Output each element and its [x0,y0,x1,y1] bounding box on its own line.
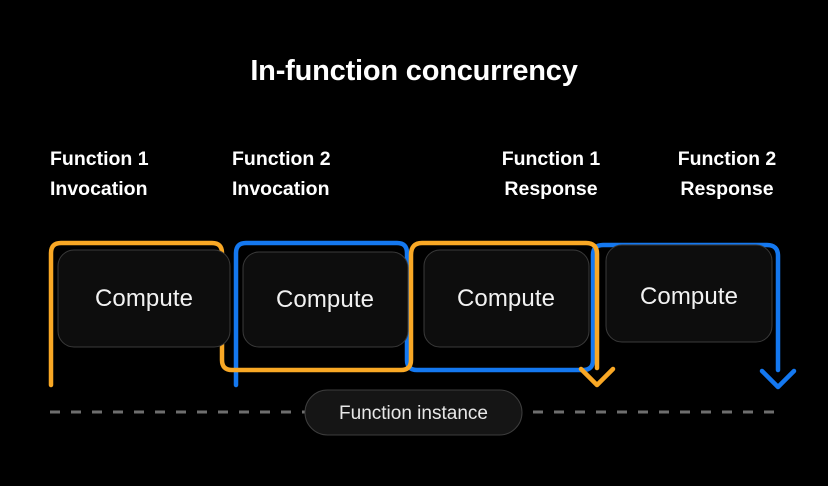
compute-block-4: Compute [605,244,773,343]
compute-block-1-label: Compute [95,285,193,312]
label-function-2-response-line2: Response [680,178,773,200]
function-instance-pill-shape [304,389,523,436]
page-title: In-function concurrency [250,55,577,87]
compute-block-2-shape [242,251,409,348]
compute-block-3-label: Compute [457,285,555,312]
label-function-1-invocation-line1: Function 1 [50,148,149,170]
compute-block-4-label: Compute [640,283,738,310]
function-instance-pill-label: Function instance [339,403,488,424]
function-1-response-arrowhead [578,366,616,388]
label-function-1-response-line2: Response [504,178,597,200]
label-function-2-invocation-line2: Invocation [232,178,330,200]
label-function-1-invocation-line2: Invocation [50,178,148,200]
compute-block-4-shape [605,244,773,343]
compute-block-2-label: Compute [276,286,374,313]
compute-block-3: Compute [423,249,590,348]
label-function-2-response-line1: Function 2 [678,148,777,170]
compute-block-1: Compute [57,249,231,348]
compute-block-2: Compute [242,251,409,348]
function-2-response-arrowhead [759,368,797,390]
compute-block-1-shape [57,249,231,348]
function-instance-pill: Function instance [304,389,523,436]
function-1-bracket-path [48,240,600,388]
label-function-1-response-line1: Function 1 [502,148,601,170]
compute-block-3-shape [423,249,590,348]
label-function-2-invocation-line1: Function 2 [232,148,331,170]
function-1-lifetime-bracket [48,240,616,388]
